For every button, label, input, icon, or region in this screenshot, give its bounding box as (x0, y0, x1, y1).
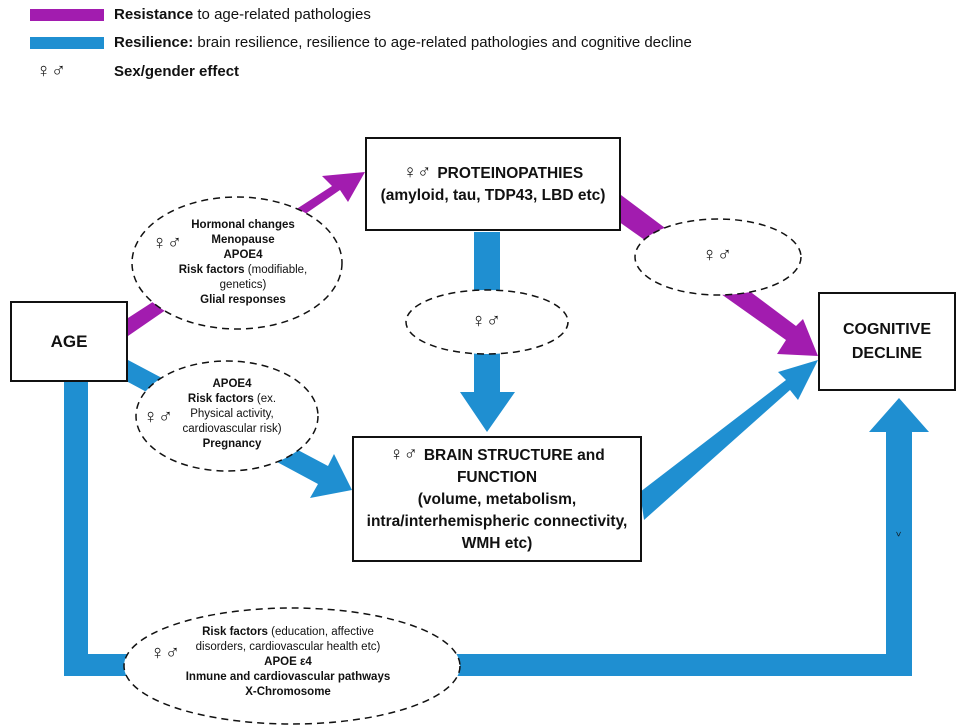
cognitive-decline-box: COGNITIVE DECLINE (818, 292, 956, 391)
brain-title-2: FUNCTION (456, 468, 538, 486)
cognitive-label-1: COGNITIVE (842, 320, 931, 338)
legend-resilience: Resilience: brain resilience, resilience… (30, 34, 692, 51)
legend-resilience-text: brain resilience, resilience to age-rela… (193, 34, 692, 51)
gender-symbol-icon: ♀♂ (702, 244, 732, 266)
legend-resilience-bold: Resilience: (114, 34, 194, 51)
gender-symbol-icon: ♀♂ (402, 161, 432, 183)
brain-structure-box: ♀♂ BRAIN STRUCTURE and FUNCTION (volume, … (352, 436, 642, 562)
brain-title-1: BRAIN STRUCTURE and (423, 446, 605, 464)
ellipse-text-age-to-proteinopathies: Hormonal changes Menopause APOE4 Risk fa… (178, 219, 308, 306)
ellipse-text-bottom: Risk factors (education, affective disor… (185, 626, 391, 698)
ellipse-age-to-brain (135, 360, 319, 472)
gender-symbol-icon: ♀♂ (150, 642, 180, 664)
small-caret-icon: > (893, 531, 904, 537)
ellipse-age-to-proteinopathies (131, 196, 343, 330)
proteinopathies-subtitle: (amyloid, tau, TDP43, LBD etc) (380, 186, 606, 204)
gender-symbol-icon: ♀♂ (471, 310, 501, 332)
legend-resilience-swatch (30, 36, 104, 49)
age-label: AGE (50, 331, 88, 351)
legend-resistance-swatch (30, 8, 104, 21)
brain-subtitle-3: WMH etc) (461, 534, 533, 552)
arrow-brain-to-cognitive (640, 360, 818, 520)
gender-symbol-icon: ♀♂ (143, 406, 173, 428)
ellipse-bottom (123, 607, 461, 725)
legend-resistance-text: to age-related pathologies (193, 6, 371, 23)
legend-resistance: Resistance to age-related pathologies (30, 6, 371, 23)
legend-gender: ♀♂ Sex/gender effect (30, 60, 239, 83)
gender-symbol-icon: ♀♂ (36, 60, 66, 82)
age-box: AGE (10, 301, 128, 382)
proteinopathies-title: PROTEINOPATHIES (437, 164, 584, 182)
cognitive-label-2: DECLINE (851, 344, 923, 362)
gender-symbol-icon: ♀♂ (152, 232, 182, 254)
brain-subtitle-2: intra/interhemispheric connectivity, (366, 512, 628, 530)
ellipse-protein-to-cognitive (634, 218, 802, 296)
gender-symbol-icon: ♀♂ (389, 443, 418, 465)
legend-resistance-bold: Resistance (114, 6, 194, 23)
brain-subtitle-1: (volume, metabolism, (417, 490, 577, 508)
ellipse-protein-to-brain (405, 289, 569, 355)
proteinopathies-box: ♀♂ PROTEINOPATHIES (amyloid, tau, TDP43, … (365, 137, 621, 231)
ellipse-text-age-to-brain: APOE4 Risk factors (ex. Physical activit… (182, 378, 282, 450)
legend-gender-label: Sex/gender effect (114, 63, 240, 80)
